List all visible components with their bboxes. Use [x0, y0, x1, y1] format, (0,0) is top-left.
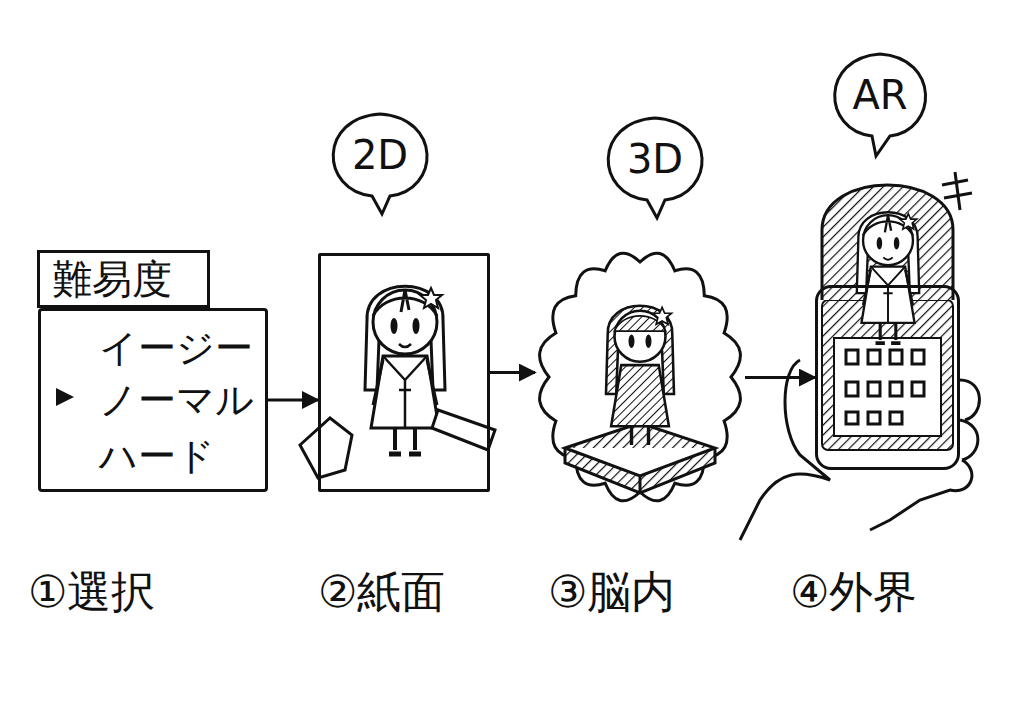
menu-cursor: [56, 388, 74, 406]
app-icons: [846, 350, 924, 424]
paper-character: [300, 286, 495, 478]
cloud-outline-path: [540, 253, 741, 501]
step-caption: ②紙面: [318, 566, 445, 618]
step-caption: ③脳内: [548, 566, 675, 618]
menu-tab: 難易度: [37, 250, 210, 308]
paper-frame: 2D: [318, 253, 490, 492]
flow-arrow: [268, 399, 318, 402]
flow-arrow: [745, 376, 815, 379]
step-caption: ④外界: [790, 566, 917, 618]
phone-screen: [834, 338, 941, 436]
sparkle: [942, 172, 972, 210]
phone: AR: [815, 285, 960, 470]
imagined-character: [606, 306, 674, 445]
step-caption: ①選択: [28, 566, 155, 618]
flow-arrow: [490, 371, 535, 374]
bubble-text: AR: [830, 71, 930, 119]
cloud-outline: [535, 248, 745, 506]
menu-box: 難易度イージーノーマルハード: [38, 308, 268, 492]
bubble-text: 3D: [605, 135, 705, 183]
menu-item: イージー: [99, 325, 253, 371]
thought-cloud: 3D: [535, 248, 745, 506]
menu-item: ハード: [99, 433, 215, 479]
ar-character: [857, 212, 919, 343]
pedestal: [565, 423, 715, 493]
bubble-text: 2D: [330, 131, 430, 179]
menu-item: ノーマル: [99, 377, 254, 423]
